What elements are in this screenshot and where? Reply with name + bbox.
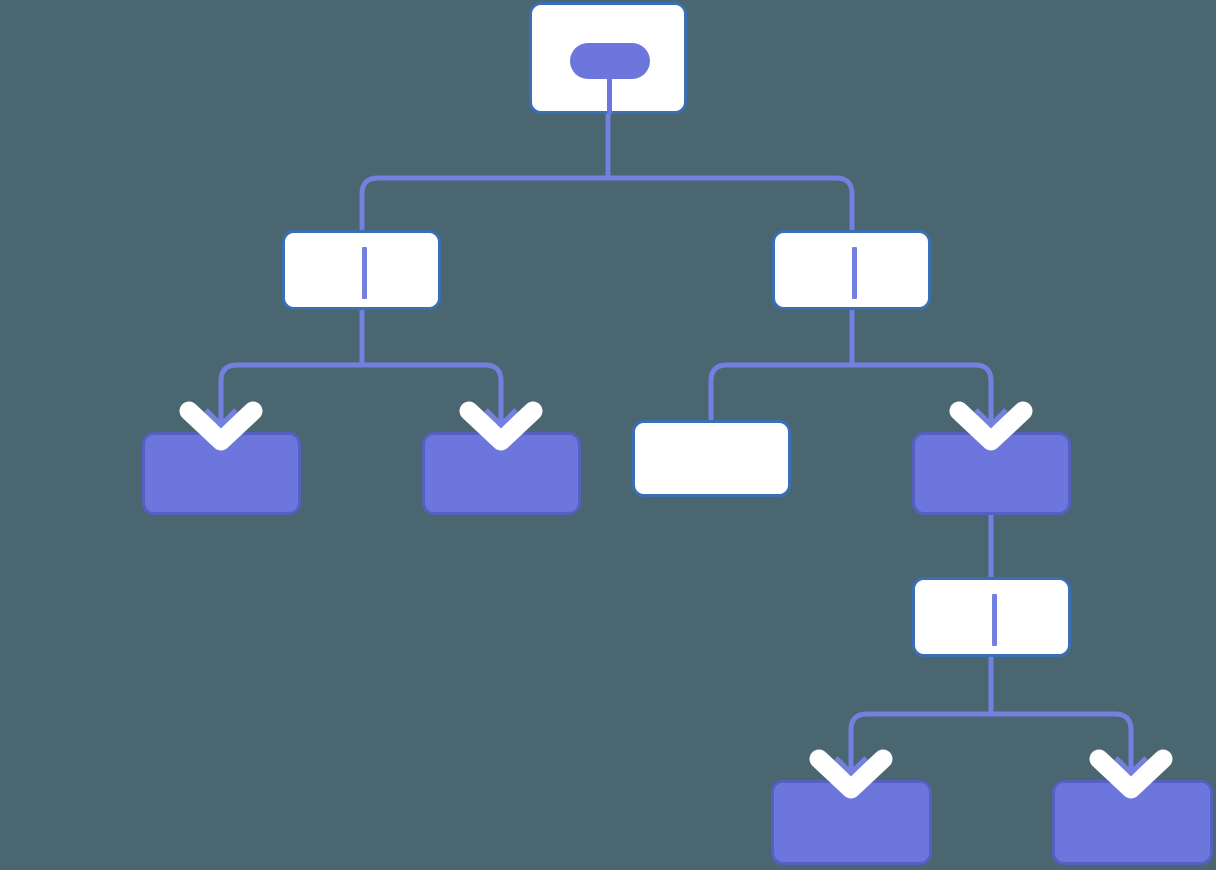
node-leaf-5[interactable] (771, 780, 932, 865)
node-root-badge-pill (570, 43, 650, 79)
node-sub-branch-through-line (992, 594, 997, 646)
edge-n8-n9 (848, 657, 994, 780)
edge-n2-n5 (362, 362, 504, 432)
edge-n2-n4 (218, 310, 365, 432)
edge-n3-n6 (708, 310, 855, 420)
edge-n3-n7 (852, 362, 994, 432)
edge-n1-n2 (359, 114, 611, 230)
node-leaf-4[interactable] (912, 432, 1071, 515)
node-root[interactable] (529, 2, 687, 114)
node-left-branch[interactable] (282, 230, 441, 310)
node-plain-3[interactable] (632, 420, 791, 497)
edge-n1-n3 (608, 175, 855, 230)
node-leaf-2[interactable] (422, 432, 581, 515)
node-sub-branch[interactable] (912, 577, 1071, 657)
node-right-branch-through-line (852, 247, 857, 299)
node-leaf-1[interactable] (142, 432, 301, 515)
node-leaf-6[interactable] (1052, 780, 1213, 865)
node-root-stem (607, 75, 612, 114)
node-left-branch-through-line (362, 247, 367, 299)
edge-n8-n10 (991, 711, 1134, 780)
node-right-branch[interactable] (772, 230, 931, 310)
